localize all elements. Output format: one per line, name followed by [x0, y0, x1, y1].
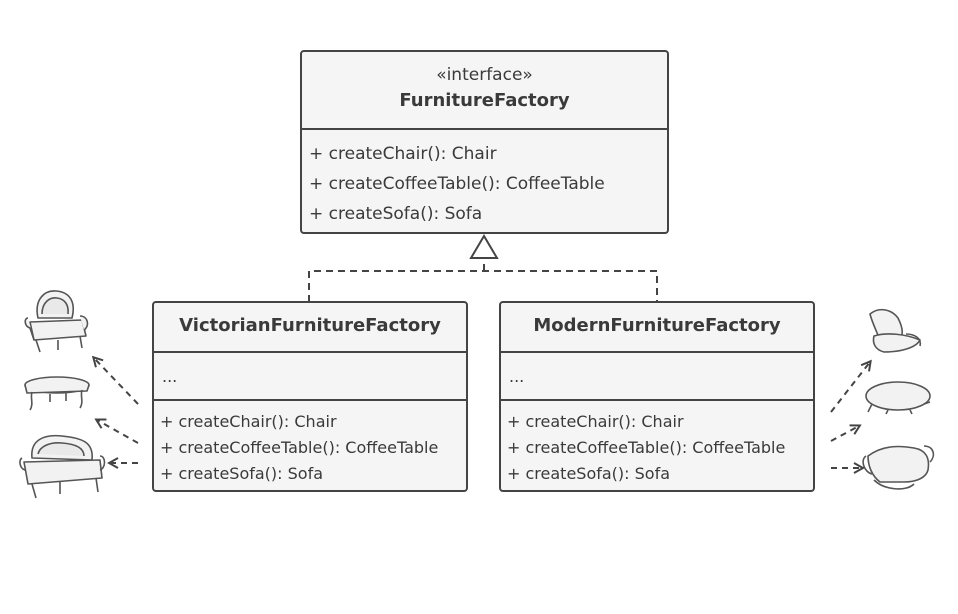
- victorian-coffee-table-icon: [24, 376, 90, 411]
- arrow-to-victorian-chair: [94, 358, 139, 405]
- method-create-coffee-table: + createCoffeeTable(): CoffeeTable: [507, 438, 786, 457]
- method-create-chair: + createChair(): Chair: [309, 144, 497, 164]
- interface-stereotype: «interface»: [436, 65, 533, 85]
- method-create-chair: + createChair(): Chair: [507, 412, 684, 431]
- modern-fields: ...: [501, 351, 813, 399]
- modern-title: ModernFurnitureFactory: [533, 315, 781, 336]
- method-create-coffee-table: + createCoffeeTable(): CoffeeTable: [309, 174, 605, 194]
- interface-title: FurnitureFactory: [399, 90, 570, 111]
- method-create-sofa: + createSofa(): Sofa: [160, 464, 324, 483]
- modern-furniture-factory-class: ModernFurnitureFactory ... + createChair…: [499, 301, 815, 492]
- inheritance-triangle: [469, 234, 499, 259]
- method-create-coffee-table: + createCoffeeTable(): CoffeeTable: [160, 438, 439, 457]
- modern-coffee-table-icon: [865, 381, 931, 415]
- victorian-furniture-factory-class: VictorianFurnitureFactory ... + createCh…: [152, 301, 468, 492]
- modern-product-arrows: [830, 362, 870, 468]
- method-create-sofa: + createSofa(): Sofa: [507, 464, 671, 483]
- method-create-sofa: + createSofa(): Sofa: [309, 204, 483, 224]
- victorian-fields: ...: [154, 351, 466, 399]
- arrow-to-modern-table: [830, 426, 859, 442]
- arrow-to-victorian-table: [97, 420, 139, 444]
- realization-connector: [308, 234, 658, 302]
- victorian-title: VictorianFurnitureFactory: [179, 315, 441, 336]
- victorian-sofa-icon: [19, 434, 106, 499]
- victorian-header: VictorianFurnitureFactory: [154, 303, 466, 351]
- modern-header: ModernFurnitureFactory: [501, 303, 813, 351]
- furniture-factory-interface: «interface» FurnitureFactory + createCha…: [300, 50, 669, 234]
- method-create-chair: + createChair(): Chair: [160, 412, 337, 431]
- victorian-product-arrows: [94, 358, 139, 463]
- modern-sofa-icon: [862, 445, 935, 490]
- victorian-methods: + createChair(): Chair + createCoffeeTab…: [154, 399, 466, 490]
- victorian-armchair-icon: [24, 290, 89, 353]
- arrow-to-modern-chair: [830, 362, 870, 413]
- interface-methods: + createChair(): Chair + createCoffeeTab…: [302, 128, 667, 232]
- modern-methods: + createChair(): Chair + createCoffeeTab…: [501, 399, 813, 490]
- modern-chair-icon: [869, 308, 922, 353]
- interface-header: «interface» FurnitureFactory: [302, 52, 667, 128]
